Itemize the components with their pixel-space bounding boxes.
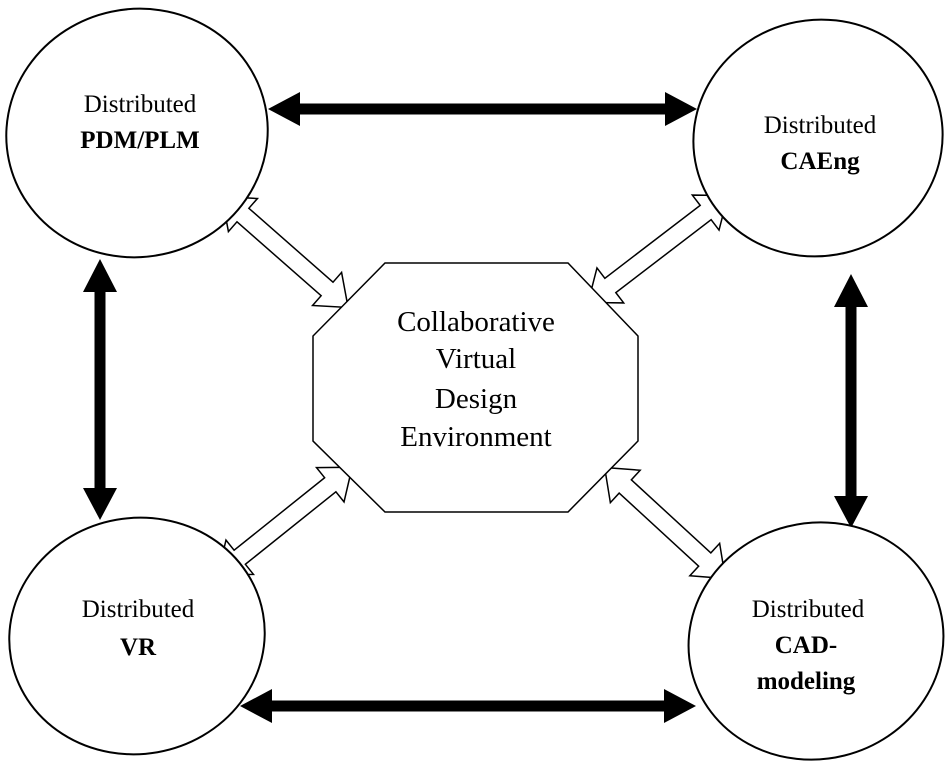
arrow-pdm-vr: [83, 259, 117, 520]
node-vr-line1: Distributed: [82, 596, 195, 623]
node-caeng: Distributed CAEng: [692, 18, 944, 258]
center-line3: Design: [435, 383, 518, 415]
node-cad-modeling: Distributed CAD- modeling: [687, 521, 945, 761]
center-line4: Environment: [400, 421, 551, 453]
node-pdm-plm-line1: Distributed: [84, 91, 197, 118]
node-cad-line1: Distributed: [752, 596, 865, 623]
center-line2: Virtual: [436, 343, 516, 375]
node-pdm-plm-line2: PDM/PLM: [80, 127, 199, 154]
arrow-pdm-caeng: [268, 92, 697, 126]
center-line1: Collaborative: [397, 306, 555, 338]
node-vr: Distributed VR: [8, 516, 266, 756]
center-environment: Collaborative Virtual Design Environment: [312, 262, 639, 513]
node-cad-line2: CAD-: [775, 632, 838, 659]
node-vr-line2: VR: [120, 634, 157, 661]
arrow-caeng-cad: [834, 274, 868, 528]
arrow-vr-cad: [240, 689, 696, 723]
node-pdm-plm: Distributed PDM/PLM: [5, 7, 269, 259]
node-cad-line3: modeling: [757, 668, 856, 695]
node-caeng-line2: CAEng: [780, 148, 860, 175]
node-caeng-line1: Distributed: [764, 112, 877, 139]
